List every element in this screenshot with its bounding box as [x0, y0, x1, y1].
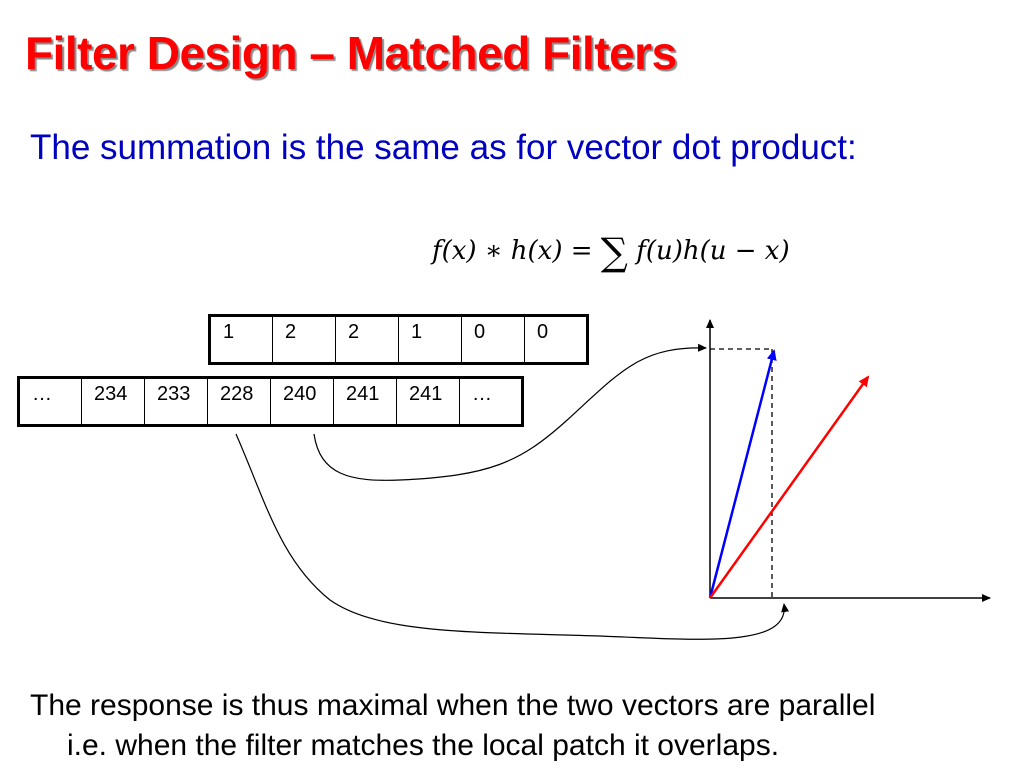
image-cell: 228: [207, 377, 271, 426]
image-cell: 234: [81, 377, 145, 426]
filter-cell: 2: [272, 315, 336, 364]
curved-connector-to-x-axis: [235, 433, 790, 640]
filter-cell: 2: [335, 315, 399, 364]
summation-symbol: ∑: [600, 230, 628, 274]
formula-rhs: f(u)h(u − x): [636, 236, 790, 266]
convolution-formula: f(x) ∗ h(x) = ∑ f(u)h(u − x): [432, 230, 790, 274]
red-vector-arrow: [708, 375, 870, 599]
filter-cell: 0: [524, 315, 588, 364]
conclusion-line-2: i.e. when the filter matches the local p…: [67, 729, 780, 762]
filter-cell: 1: [398, 315, 462, 364]
image-cell: 240: [270, 377, 334, 426]
subtitle: The summation is the same as for vector …: [30, 128, 857, 167]
conclusion-line-1: The response is thus maximal when the tw…: [30, 689, 876, 722]
blue-vector-arrow: [708, 349, 777, 599]
image-cell: 241: [333, 377, 397, 426]
image-cell: …: [459, 377, 523, 426]
filter-cell: 0: [461, 315, 525, 364]
slide-title: Filter Design – Matched Filters: [25, 27, 677, 79]
image-cell: 233: [144, 377, 208, 426]
image-cell: …: [18, 377, 82, 426]
image-pixel-row: … 234 233 228 240 241 241 …: [17, 376, 524, 427]
filter-kernel-row: 1 2 2 1 0 0: [208, 314, 589, 365]
filter-cell: 1: [209, 315, 273, 364]
formula-lhs: f(x) ∗ h(x) =: [432, 236, 593, 266]
conclusion-text: The response is thus maximal when the tw…: [30, 686, 1010, 766]
image-cell: 241: [396, 377, 460, 426]
